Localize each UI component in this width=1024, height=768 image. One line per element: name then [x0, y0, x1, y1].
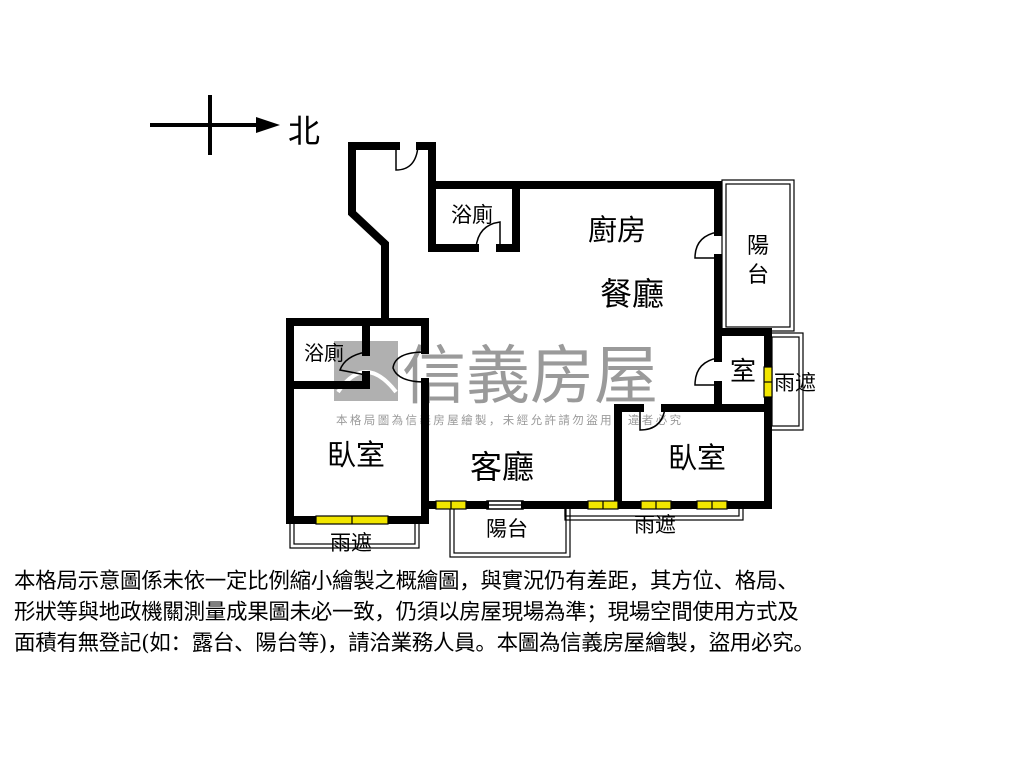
door-bath-top: [475, 221, 501, 249]
room-label-living: 客廳: [470, 448, 534, 486]
disclaimer-line: 面積有無登記(如：露台、陽台等)，請洽業務人員。本圖為信義房屋繪製，盜用必究。: [14, 631, 815, 656]
disclaimer-line: 本格局示意圖係未依一定比例縮小繪製之概繪圖，與實況仍有差距，其方位、格局、: [14, 569, 799, 594]
room-label-balcony: 台: [747, 263, 769, 288]
room-label-bedroom: 臥室: [327, 438, 385, 472]
door-small-room: [694, 357, 719, 386]
doors: [338, 145, 719, 510]
watermark-brand: 信義房屋: [402, 340, 658, 414]
room-label-small-room: 室: [730, 357, 756, 387]
room-label-awning: 雨遮: [774, 371, 816, 395]
sliding-door: [486, 500, 524, 510]
door-bedroom-right: [639, 407, 666, 431]
room-label-balcony: 陽台: [486, 517, 528, 541]
room-label-awning: 雨遮: [330, 531, 372, 555]
disclaimer: 本格局示意圖係未依一定比例縮小繪製之概繪圖，與實況仍有差距，其方位、格局、 形狀…: [14, 566, 1019, 659]
watermark-notice: 本格局圖為信義房屋繪製，未經允許請勿盜用，違者必究: [336, 413, 684, 427]
door-bedroom-left: [392, 351, 426, 383]
door-bath-left: [338, 351, 367, 376]
door-kitchen-balcony: [694, 231, 719, 259]
room-label-balcony: 陽: [747, 234, 769, 259]
door-entry: [395, 145, 419, 171]
room-label-bath: 浴廁: [304, 341, 344, 365]
disclaimer-line: 形狀等與地政機關測量成果圖未必一致，仍須以房屋現場為準；現場空間使用方式及: [14, 600, 799, 625]
room-label-kitchen: 廚房: [588, 213, 646, 247]
watermark: 信義房屋 本格局圖為信義房屋繪製，未經允許請勿盜用，違者必究: [334, 340, 684, 427]
north-arrow-icon: [150, 95, 280, 155]
windows: [315, 366, 773, 525]
room-label-bedroom: 臥室: [668, 441, 726, 475]
room-label-dining: 餐廳: [600, 275, 664, 313]
walls: [286, 142, 772, 524]
room-label-bath: 浴廁: [451, 203, 493, 227]
room-label-awning: 雨遮: [634, 513, 676, 537]
compass-label: 北: [288, 112, 320, 150]
